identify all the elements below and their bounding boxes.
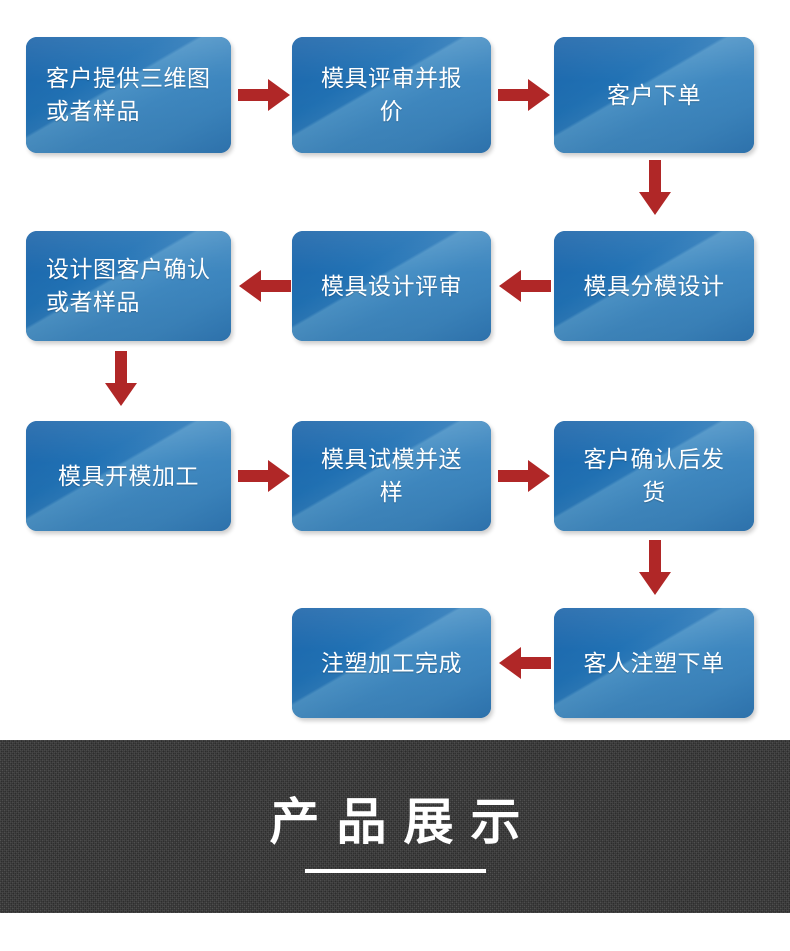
flow-node-label: 模具分模设计 xyxy=(583,272,725,299)
flow-arrow-right-a1 xyxy=(238,78,291,112)
flow-node-n5[interactable]: 模具设计评审 xyxy=(292,231,491,341)
flow-arrow-right-a7 xyxy=(238,459,291,493)
flow-node-n1[interactable]: 客户提供三维图或者样品 xyxy=(26,37,231,153)
flow-node-label: 客户下单 xyxy=(607,81,701,108)
flow-node-n10[interactable]: 注塑加工完成 xyxy=(292,608,491,718)
flow-arrow-left-a5 xyxy=(238,269,291,303)
flow-node-label: 客户确认后发货 xyxy=(583,446,725,505)
flow-arrow-right-a2 xyxy=(498,78,551,112)
flow-node-label: 模具设计评审 xyxy=(321,272,462,299)
flow-node-n3[interactable]: 客户下单 xyxy=(554,37,754,153)
flow-node-label: 客人注塑下单 xyxy=(583,649,725,676)
banner-title: 产品展示 xyxy=(269,794,538,851)
process-flowchart: 客户提供三维图或者样品 模具评审并报价 客户下单 设计图客户确认或者样品 xyxy=(26,37,754,718)
banner-noise-texture xyxy=(0,740,790,913)
flow-node-n2[interactable]: 模具评审并报价 xyxy=(292,37,491,153)
flow-node-label: 客户提供三维图或者样品 xyxy=(46,65,211,124)
banner-content: 产品展示 xyxy=(0,740,790,913)
flow-node-label: 设计图客户确认或者样品 xyxy=(46,256,211,315)
flow-node-label: 模具开模加工 xyxy=(58,462,199,489)
flow-arrow-left-a10 xyxy=(498,646,551,680)
product-showcase-banner: 产品展示 xyxy=(0,740,790,913)
banner-underline-rule xyxy=(304,868,486,873)
flow-node-label: 注塑加工完成 xyxy=(321,649,462,676)
flow-node-label: 模具试模并送样 xyxy=(321,446,462,505)
flow-arrow-down-a9 xyxy=(638,540,672,596)
flow-node-n6[interactable]: 模具分模设计 xyxy=(554,231,754,341)
bottom-whitespace xyxy=(0,913,790,951)
flow-node-n11[interactable]: 客人注塑下单 xyxy=(554,608,754,718)
flow-node-n7[interactable]: 模具开模加工 xyxy=(26,421,231,531)
flow-node-n4[interactable]: 设计图客户确认或者样品 xyxy=(26,231,231,341)
flow-arrow-down-a6 xyxy=(104,351,138,407)
flow-arrow-right-a8 xyxy=(498,459,551,493)
flow-node-n9[interactable]: 客户确认后发货 xyxy=(554,421,754,531)
flow-arrow-left-a4 xyxy=(498,269,551,303)
flow-node-n8[interactable]: 模具试模并送样 xyxy=(292,421,491,531)
flow-arrow-down-a3 xyxy=(638,160,672,216)
flow-node-label: 模具评审并报价 xyxy=(321,65,462,124)
